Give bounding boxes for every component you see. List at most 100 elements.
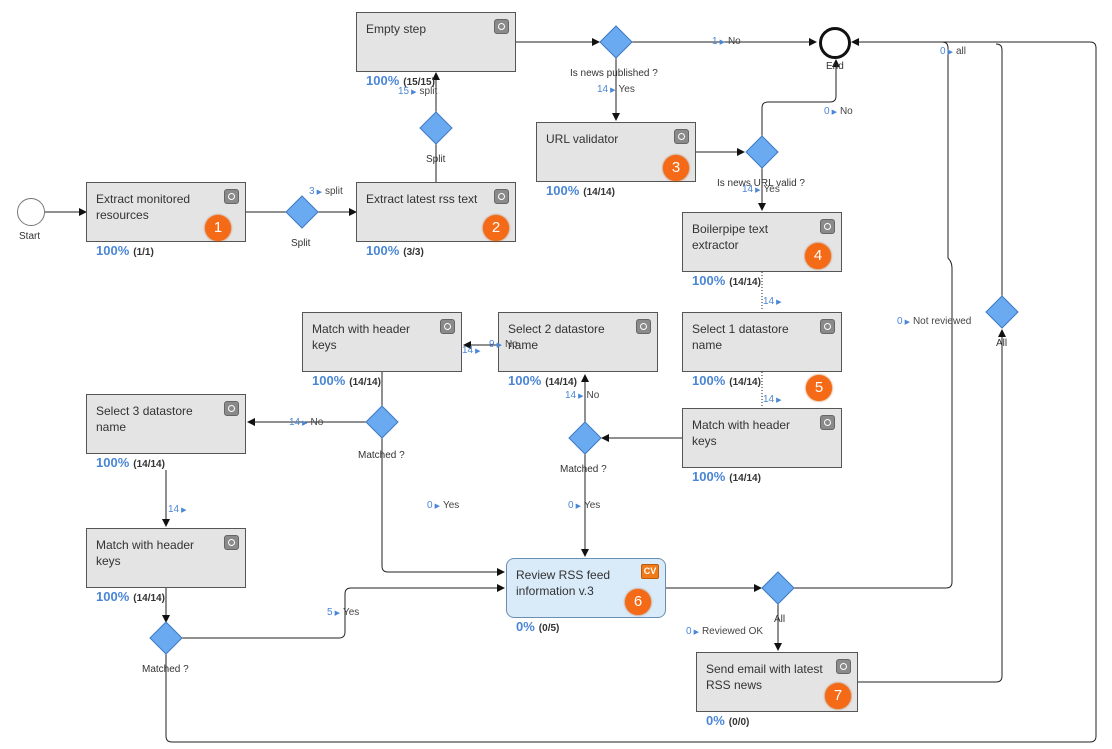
step-match-header-keys-right[interactable]: Match with header keys [682,408,842,468]
gateway-matched-top[interactable] [365,405,399,439]
edge-label: 0▶Not reviewed [897,316,971,327]
gateway-label: All [996,338,1008,349]
gateway-news-published[interactable] [599,25,633,59]
step-label: URL validator [546,132,619,146]
edge-text: split [419,86,438,97]
end-event[interactable] [819,27,851,59]
step-url-validator[interactable]: URL validator 3 [536,122,696,182]
step-send-email[interactable]: Send email with latest RSS news 7 [696,652,858,712]
step-label: Boilerpipe text extractor [692,222,769,252]
edge-text: Reviewed OK [701,626,764,637]
step-progress: 100%(1/1) [96,243,154,258]
step-select-3-datastore-name[interactable]: Select 3 datastore name [86,394,246,454]
step-number-badge: 1 [205,215,231,241]
step-label: Send email with latest RSS news [706,662,823,692]
caret-right-icon: ▶ [755,187,761,194]
gateway-matched-mid[interactable] [568,421,602,455]
step-progress: 0%(0/5) [516,619,559,634]
step-progress: 100%(14/14) [312,373,381,388]
gateway-label: Matched ? [358,450,405,461]
progress-count: (3/3) [403,247,424,258]
step-select-1-datastore-name[interactable]: Select 1 datastore name [682,312,842,372]
edge-text: Yes [763,184,780,195]
edge-count: 0 [568,500,574,511]
caret-right-icon: ▶ [334,610,340,617]
edge-text: Yes [342,607,360,618]
edge-label: 0▶Yes [427,500,459,511]
step-match-header-keys-top[interactable]: Match with header keys [302,312,462,372]
gear-icon [494,19,509,34]
edge-count: 5 [327,607,333,618]
edge-label: 1▶No [712,36,741,47]
step-match-header-keys-left[interactable]: Match with header keys [86,528,246,588]
gear-icon [820,219,835,234]
gateway-url-valid[interactable] [745,135,779,169]
step-progress: 0%(0/0) [706,713,749,728]
step-label: Empty step [366,22,427,36]
progress-count: (15/15) [403,77,435,88]
edge-text: Yes [618,84,635,95]
progress-count: (1/1) [133,247,154,258]
edge-allright-end [995,43,1003,296]
edge-label: 14▶ [462,345,484,356]
edge-count: 14 [168,504,180,515]
gear-icon [836,659,851,674]
caret-right-icon: ▶ [411,89,417,96]
step-review-rss-feed[interactable]: Review RSS feed information v.3 CV 6 [506,558,666,618]
edge-count: 14 [742,184,754,195]
edge-text: Yes [583,500,601,511]
edge-topgate-review [381,438,505,576]
gateway-split1[interactable] [285,195,319,229]
progress-percent: 100% [312,373,346,388]
progress-count: (14/14) [349,377,381,388]
gateway-split2[interactable] [419,111,453,145]
edge-count: 0 [940,46,946,57]
gateway-all-review[interactable] [761,571,795,605]
step-number-badge: 3 [663,155,689,181]
gear-icon [636,319,651,334]
step-extract-monitored-resources[interactable]: Extract monitored resources 1 [86,182,246,242]
progress-percent: 100% [508,373,542,388]
gear-icon [224,401,239,416]
edge-label: 14▶ [763,296,785,307]
caret-right-icon: ▶ [302,420,308,427]
step-extract-latest-rss-text[interactable]: Extract latest rss text 2 [356,182,516,242]
step-label: Select 2 datastore name [508,322,605,352]
progress-percent: 100% [546,183,580,198]
progress-percent: 100% [96,455,130,470]
edge-text: Not reviewed [912,316,972,327]
step-number-badge: 7 [825,683,851,709]
caret-right-icon: ▶ [575,503,581,510]
progress-percent: 100% [96,589,130,604]
start-event[interactable] [17,198,45,226]
gateway-all-right[interactable] [985,295,1019,329]
progress-count: (0/0) [728,717,750,728]
step-select-2-datastore-name[interactable]: Select 2 datastore name [498,312,658,372]
edge-label: 15▶split [398,86,437,97]
step-boilerpipe-text-extractor[interactable]: Boilerpipe text extractor 4 [682,212,842,272]
edge-label: 14▶No [289,417,323,428]
edge-label: 14▶Yes [597,84,635,95]
edge-count: 0 [824,106,830,117]
step-progress: 100%(14/14) [692,273,761,288]
edge-count: 14 [763,296,775,307]
edge-count: 14 [462,345,474,356]
step-empty-step[interactable]: Empty step [356,12,516,72]
edge-count: 0 [686,626,692,637]
edge-text: all [955,46,966,57]
step-number-badge: 5 [806,375,832,401]
edge-email-allright [858,329,1006,683]
gateway-matched-left[interactable] [149,621,183,655]
gear-icon [224,189,239,204]
gateway-label: Matched ? [142,664,189,675]
caret-right-icon: ▶ [904,319,910,326]
gear-icon [820,415,835,430]
edge-count: 14 [289,417,301,428]
edge-count: 0 [897,316,903,327]
gear-icon [224,535,239,550]
cv-badge: CV [641,564,659,579]
edge-label: 14▶No [565,390,599,401]
gear-icon [494,189,509,204]
progress-percent: 0% [516,619,535,634]
